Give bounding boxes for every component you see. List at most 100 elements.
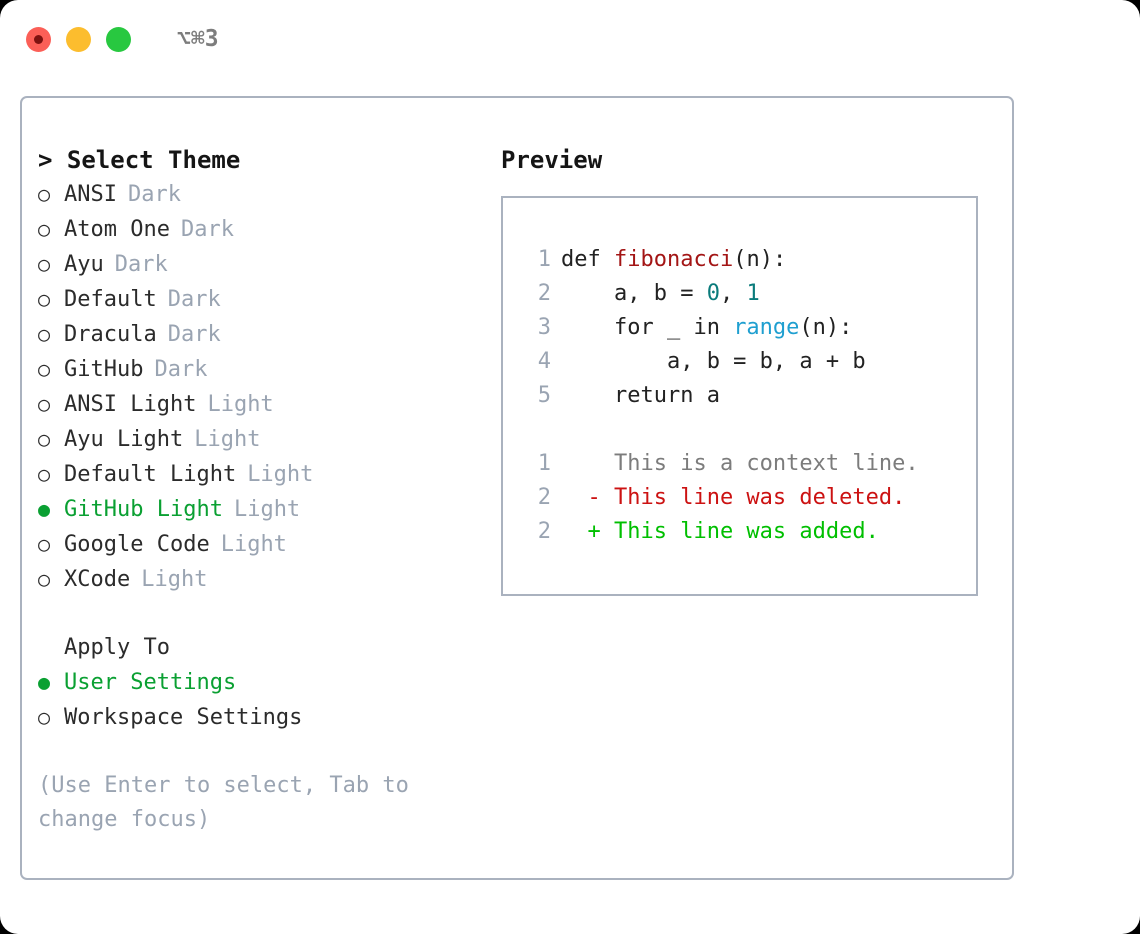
code-line: 3 for _ in range(n): [503,311,976,345]
theme-kind-tag: Dark [167,287,221,312]
code-line: 2 a, b = 0, 1 [503,277,976,311]
line-number: 1 [537,451,551,476]
apply-to-option-workspace-settings[interactable]: ○ Workspace Settings [38,700,488,735]
apply-to-options[interactable]: ● User Settings ○ Workspace Settings [38,665,488,735]
diff-line-content: This is a context line. [561,451,919,476]
line-number: 4 [537,349,551,374]
theme-kind-tag: Dark [154,357,208,382]
title-bar: ⌥⌘3 [0,0,1140,78]
apply-to-label: User Settings [64,670,237,695]
code-token: a, b = [561,281,707,306]
code-token: (n): [733,247,787,272]
line-number: 2 [537,519,551,544]
theme-kind-tag: Dark [167,322,221,347]
theme-name: Dracula [64,322,157,347]
code-line-content: def fibonacci(n): [561,243,786,277]
minimize-window-button[interactable] [66,26,91,52]
line-number: 3 [537,315,551,340]
close-window-button[interactable] [26,26,51,52]
theme-name: GitHub Light [64,497,223,522]
theme-kind-tag: Dark [127,182,181,207]
code-line-content: return a [561,379,720,413]
code-line: 5 return a [503,379,976,413]
code-token: range [733,315,800,340]
code-token: 1 [746,281,760,306]
radio-unselected-icon: ○ [38,322,51,346]
code-token: def [561,247,614,272]
code-token: fibonacci [613,247,734,272]
radio-unselected-icon: ○ [38,252,51,276]
theme-kind-tag: Light [194,427,261,452]
radio-unselected-icon: ○ [38,462,51,486]
radio-unselected-icon: ○ [38,392,51,416]
radio-unselected-icon: ○ [38,357,51,381]
code-diff-separator [503,413,976,447]
line-number: 2 [537,281,551,306]
apply-to-title: Apply To [64,635,170,660]
radio-unselected-icon: ○ [38,287,51,311]
line-number: 2 [537,485,551,510]
code-line: 1 def fibonacci(n): [503,243,976,277]
code-token: (n): [799,315,853,340]
theme-option-ansi[interactable]: ○ ANSI Dark [38,177,488,212]
code-line-content: for _ in range(n): [561,311,852,345]
radio-unselected-icon: ○ [38,705,51,729]
theme-name: Default [64,287,157,312]
theme-option-atom-one[interactable]: ○ Atom One Dark [38,212,488,247]
theme-name: ANSI [64,182,117,207]
diff-line-deleted: 2 - This line was deleted. [503,481,976,515]
radio-unselected-icon: ○ [38,182,51,206]
theme-kind-tag: Light [247,462,314,487]
radio-selected-icon: ● [38,497,51,521]
code-token: a, b = b, a + b [561,349,866,374]
line-number: 5 [537,383,551,408]
select-theme-heading: > Select Theme [38,146,241,174]
radio-unselected-icon: ○ [38,427,51,451]
traffic-lights [26,26,131,52]
theme-name: Google Code [64,532,210,557]
theme-option-dracula[interactable]: ○ Dracula Dark [38,317,488,352]
keyboard-shortcut-label: ⌥⌘3 [177,25,219,52]
radio-unselected-icon: ○ [38,567,51,591]
diff-line-content: - This line was deleted. [561,485,906,510]
diff-line-context: 1 This is a context line. [503,447,976,481]
preview-heading: Preview [501,146,603,174]
theme-option-default[interactable]: ○ Default Dark [38,282,488,317]
apply-to-option-user-settings[interactable]: ● User Settings [38,665,488,700]
code-token: for _ in [561,315,734,340]
radio-unselected-icon: ○ [38,532,51,556]
apply-to-label: Workspace Settings [64,705,303,730]
theme-name: Default Light [64,462,237,487]
code-line-content: a, b = b, a + b [561,345,866,379]
zoom-window-button[interactable] [106,26,131,52]
theme-kind-tag: Dark [180,217,234,242]
code-token: , [719,281,747,306]
code-line: 4 a, b = b, a + b [503,345,976,379]
theme-option-github-light[interactable]: ● GitHub Light Light [38,492,488,527]
theme-option-default-light[interactable]: ○ Default Light Light [38,457,488,492]
keyboard-hint-text: (Use Enter to select, Tab to change focu… [38,773,423,832]
line-number: 1 [537,247,551,272]
theme-name: Atom One [64,217,170,242]
theme-kind-tag: Dark [114,252,168,277]
theme-option-google-code[interactable]: ○ Google Code Light [38,527,488,562]
radio-selected-icon: ● [38,670,51,694]
theme-kind-tag: Light [141,567,208,592]
theme-kind-tag: Light [220,532,287,557]
theme-kind-tag: Light [233,497,301,522]
diff-line-added: 2 + This line was added. [503,515,976,549]
code-token: return a [561,383,720,408]
radio-unselected-icon: ○ [38,217,51,241]
diff-sample: 1 This is a context line.2 - This line w… [503,447,976,549]
